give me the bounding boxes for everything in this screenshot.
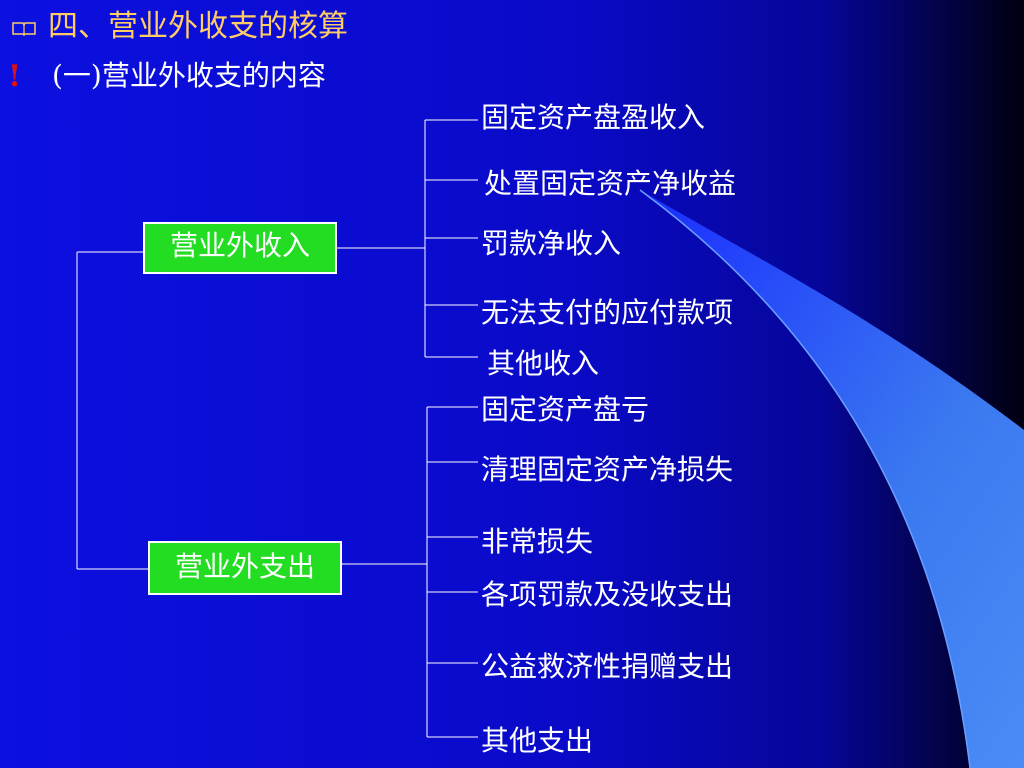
income-item: 罚款净收入: [481, 227, 622, 260]
expense-box: 营业外支出: [148, 541, 342, 595]
income-box: 营业外收入: [143, 222, 337, 274]
slide-subtitle: (一)营业外收支的内容: [52, 59, 326, 92]
book-icon: [12, 22, 36, 36]
income-item: 固定资产盘盈收入: [481, 101, 706, 134]
expense-item: 固定资产盘亏: [481, 393, 650, 426]
income-item: 处置固定资产净收益: [484, 167, 737, 200]
expense-item: 各项罚款及没收支出: [481, 578, 734, 611]
income-item: 其他收入: [487, 347, 600, 380]
slide-title: 四、营业外收支的核算: [48, 9, 348, 44]
expense-item: 其他支出: [481, 724, 594, 757]
expense-item: 清理固定资产净损失: [481, 453, 734, 486]
expense-item: 公益救济性捐赠支出: [481, 650, 734, 683]
income-item: 无法支付的应付款项: [481, 296, 734, 329]
exclamation-icon: !: [8, 59, 22, 94]
expense-item: 非常损失: [481, 525, 594, 558]
